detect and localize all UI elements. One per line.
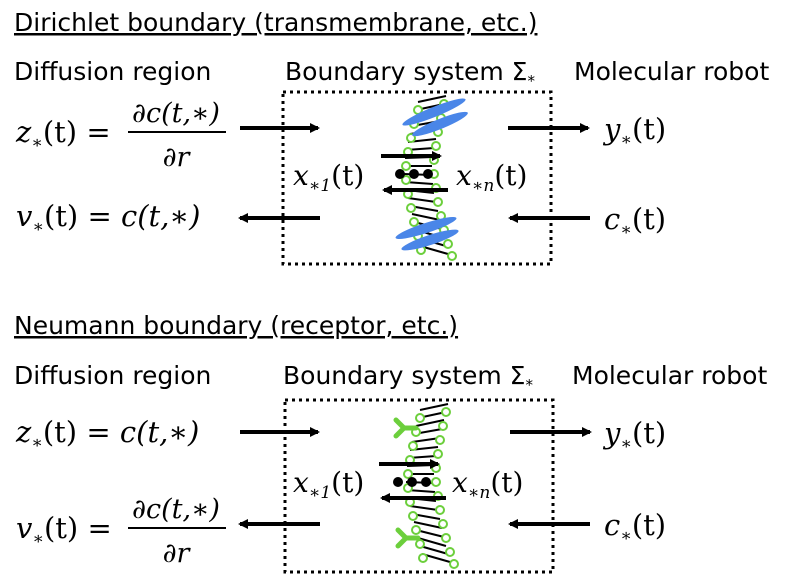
neumann-y-output: y∗(t) bbox=[602, 416, 666, 454]
dirichlet-title: Dirichlet boundary (transmembrane, etc.) bbox=[14, 8, 537, 37]
dirichlet-y-output: y∗(t) bbox=[602, 112, 666, 150]
neumann-c-input: c∗(t) bbox=[604, 508, 666, 546]
dirichlet-molecular-robot-label: Molecular robot bbox=[574, 57, 769, 86]
dirichlet-diffusion-region-label: Diffusion region bbox=[14, 57, 211, 86]
dirichlet-state-x1: x∗1(t) bbox=[293, 159, 364, 196]
neumann-panel: Neumann boundary (receptor, etc.) Diffus… bbox=[14, 311, 767, 574]
neumann-ellipsis-dots bbox=[393, 477, 431, 487]
dirichlet-ellipsis-dots bbox=[395, 169, 433, 179]
neumann-v-equation-denominator: ∂r bbox=[163, 538, 192, 569]
neumann-diffusion-region-label: Diffusion region bbox=[14, 361, 211, 390]
dirichlet-state-xn: x∗n(t) bbox=[456, 159, 527, 196]
dirichlet-c-input: c∗(t) bbox=[604, 202, 666, 240]
neumann-title: Neumann boundary (receptor, etc.) bbox=[14, 311, 458, 340]
neumann-boundary-box bbox=[283, 398, 555, 574]
neumann-v-equation-lhs: v∗(t) = bbox=[16, 511, 112, 549]
dirichlet-boundary-box bbox=[281, 90, 553, 266]
neumann-molecular-robot-label: Molecular robot bbox=[572, 361, 767, 390]
receptor-icon bbox=[393, 417, 419, 439]
neumann-boundary-system-label: Boundary system Σ* bbox=[283, 361, 533, 394]
neumann-z-equation: z∗(t) = c(t,∗) bbox=[15, 415, 199, 453]
neumann-state-x1: x∗1(t) bbox=[293, 466, 364, 503]
dirichlet-z-equation-lhs: z∗(t) = bbox=[15, 115, 111, 153]
neumann-membrane bbox=[393, 403, 459, 569]
dirichlet-boundary-system-label: Boundary system Σ* bbox=[285, 57, 535, 90]
receptor-icon bbox=[395, 527, 421, 549]
neumann-state-xn: x∗n(t) bbox=[452, 466, 523, 503]
dirichlet-z-equation-numerator: ∂c(t,∗) bbox=[132, 98, 220, 129]
transmembrane-protein-icon bbox=[395, 217, 457, 239]
neumann-v-equation-numerator: ∂c(t,∗) bbox=[132, 494, 220, 525]
dirichlet-z-equation-denominator: ∂r bbox=[163, 142, 192, 173]
dirichlet-panel: Dirichlet boundary (transmembrane, etc.)… bbox=[14, 8, 769, 266]
dirichlet-v-equation: v∗(t) = c(t,∗) bbox=[16, 199, 200, 237]
transmembrane-protein-icon bbox=[402, 98, 466, 126]
